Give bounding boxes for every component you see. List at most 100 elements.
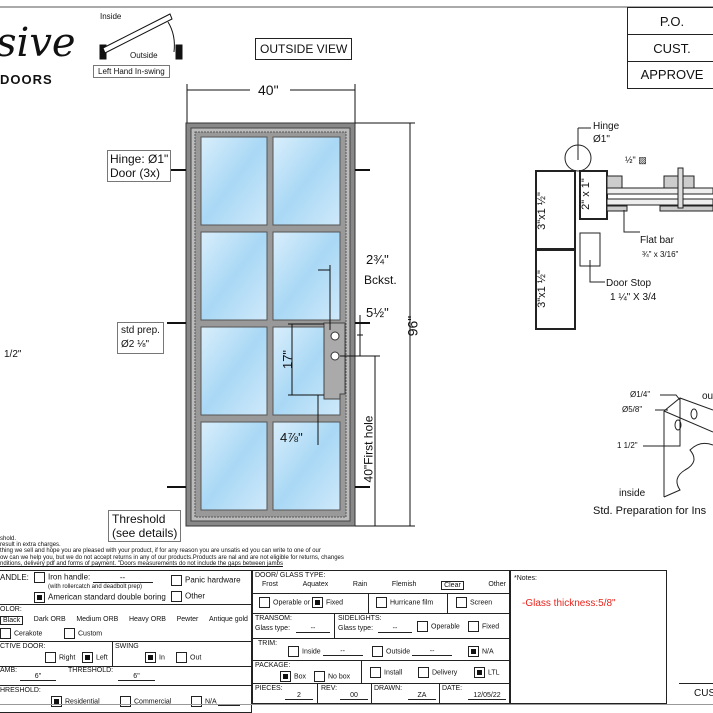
sidelights-operable-checkbox[interactable]	[417, 621, 428, 632]
color-options: Black Dark ORB Medium ORB Heavy ORB Pewt…	[0, 616, 248, 625]
jamb-label: AMB:	[0, 667, 18, 674]
color-option-selected[interactable]: Black	[0, 616, 24, 625]
swing-in-option[interactable]: In	[145, 652, 165, 663]
sidelights-glass-value[interactable]: --	[378, 625, 412, 633]
american-option[interactable]: American standard double boring	[34, 592, 166, 603]
pieces-label: PIECES:	[255, 685, 283, 692]
hinge-callout: Hinge: Ø1"Door (3x)	[107, 150, 172, 182]
left-dim: 1/2"	[4, 349, 22, 360]
delivery-checkbox[interactable]	[418, 667, 429, 678]
date-value[interactable]: 12/05/22	[468, 692, 506, 700]
residential-option[interactable]: Residential	[51, 696, 100, 707]
trim-inside-option[interactable]: Inside --	[288, 646, 363, 657]
fixed-label: Fixed	[325, 599, 344, 607]
residential-checkbox[interactable]	[51, 696, 62, 707]
trim-inside-value[interactable]: --	[322, 648, 363, 657]
trim-outside-value[interactable]: --	[412, 648, 453, 657]
swing-in-checkbox[interactable]	[145, 652, 156, 663]
glass-option[interactable]: Frost	[262, 581, 278, 588]
trim-na-option[interactable]: N/A	[468, 646, 494, 657]
jamb-value[interactable]: 6"	[20, 673, 56, 681]
rev-value[interactable]: 00	[340, 692, 368, 700]
threshold-na-checkbox[interactable]	[191, 696, 202, 707]
custom-checkbox[interactable]	[64, 628, 75, 639]
cerakote-option[interactable]: Cerakote	[0, 628, 42, 639]
section-hinge: Hinge	[593, 121, 620, 132]
transom-glass-value[interactable]: --	[296, 625, 330, 633]
ltl-option[interactable]: LTL	[474, 667, 500, 678]
hole-spacing-dim: 5½"	[366, 305, 389, 320]
commercial-checkbox[interactable]	[120, 696, 131, 707]
color-option[interactable]: Dark ORB	[33, 616, 66, 623]
operable-checkbox[interactable]	[259, 597, 270, 608]
prep-caption: Std. Preparation for Ins	[593, 505, 707, 517]
swing-inside-label: Inside	[100, 12, 122, 21]
plate-offset-dim: 4⅞"	[280, 430, 303, 445]
nobox-option[interactable]: No box	[314, 671, 350, 682]
sidelights-fixed-option[interactable]: Fixed	[468, 621, 499, 632]
iron-handle-option[interactable]: Iron handle: --	[34, 572, 153, 583]
glass-option[interactable]: Other	[488, 581, 506, 588]
active-right-option[interactable]: Right	[45, 652, 75, 663]
section-bar-note: ½" ▨	[625, 155, 647, 165]
threshold-sub: (see details)	[112, 526, 178, 540]
pieces-value[interactable]: 2	[285, 692, 313, 700]
custom-option[interactable]: Custom	[64, 628, 102, 639]
box-option[interactable]: Box	[280, 671, 306, 682]
iron-handle-value[interactable]: --	[92, 573, 153, 583]
install-option[interactable]: Install	[370, 667, 402, 678]
delivery-option[interactable]: Delivery	[418, 667, 457, 678]
color-option[interactable]: Pewter	[176, 616, 199, 623]
trim-label: TRIM:	[258, 640, 278, 647]
operable-option[interactable]: Operable or Fixed	[259, 597, 343, 608]
commercial-option[interactable]: Commercial	[120, 696, 171, 707]
view-label: OUTSIDE VIEW	[255, 38, 353, 60]
ltl-checkbox[interactable]	[474, 667, 485, 678]
sidelights-operable-option[interactable]: Operable	[417, 621, 460, 632]
active-left-checkbox[interactable]	[82, 652, 93, 663]
glass-option[interactable]: Rain	[352, 581, 368, 588]
american-checkbox[interactable]	[34, 592, 45, 603]
drawn-value[interactable]: ZA	[408, 692, 436, 700]
nobox-checkbox[interactable]	[314, 671, 325, 682]
color-option[interactable]: Heavy ORB	[128, 616, 166, 623]
color-option[interactable]: Antique gold	[209, 616, 248, 623]
hurricane-label: Hurricane film	[390, 599, 434, 607]
disclaimer-line: shold.	[0, 536, 17, 542]
glass-option-selected[interactable]: Clear	[441, 581, 464, 590]
screen-checkbox[interactable]	[456, 597, 467, 608]
handle-other-option[interactable]: Other	[171, 591, 205, 602]
commercial-label: Commercial	[134, 698, 172, 706]
handle-other-checkbox[interactable]	[171, 591, 182, 602]
swing-caption: Left Hand In-swing	[93, 65, 170, 78]
cerakote-label: Cerakote	[14, 630, 43, 638]
iron-handle-checkbox[interactable]	[34, 572, 45, 583]
glass-option[interactable]: Flemish	[391, 581, 417, 588]
trim-inside-checkbox[interactable]	[288, 646, 299, 657]
active-left-option[interactable]: Left	[82, 652, 108, 663]
active-right-label: Right	[59, 654, 76, 662]
trim-outside-option[interactable]: Outside --	[372, 646, 453, 657]
screen-option[interactable]: Screen	[456, 597, 492, 608]
fixed-checkbox[interactable]	[311, 597, 323, 608]
swing-out-option[interactable]: Out	[176, 652, 201, 663]
jamb-threshold-value[interactable]: 6"	[118, 673, 155, 681]
hurricane-checkbox[interactable]	[376, 597, 387, 608]
glass-option[interactable]: Aquatex	[302, 581, 329, 588]
install-checkbox[interactable]	[370, 667, 381, 678]
sidelights-fixed-checkbox[interactable]	[468, 621, 479, 632]
threshold-na-option[interactable]: N/A	[191, 696, 241, 707]
active-right-checkbox[interactable]	[45, 652, 56, 663]
or-label: or	[303, 599, 310, 607]
trim-na-checkbox[interactable]	[468, 646, 479, 657]
trim-outside-checkbox[interactable]	[372, 646, 383, 657]
cerakote-checkbox[interactable]	[0, 628, 11, 639]
panic-checkbox[interactable]	[171, 575, 182, 586]
hurricane-option[interactable]: Hurricane film	[376, 597, 433, 608]
active-left-label: Left	[96, 654, 108, 662]
box-checkbox[interactable]	[280, 671, 291, 682]
approve-label: APPROVE	[640, 67, 704, 82]
panic-option[interactable]: Panic hardware	[171, 575, 241, 586]
color-option[interactable]: Medium ORB	[76, 616, 119, 623]
swing-out-checkbox[interactable]	[176, 652, 187, 663]
